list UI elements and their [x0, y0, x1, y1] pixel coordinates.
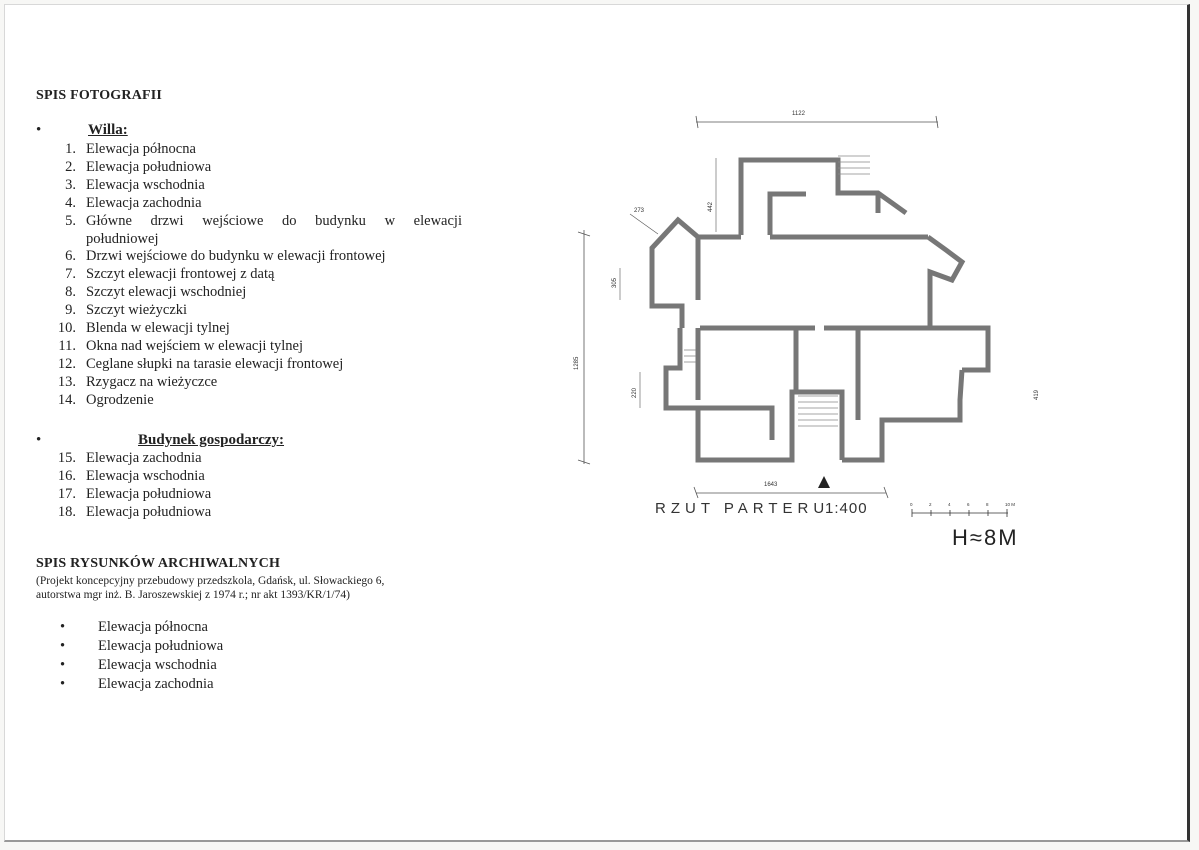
list-item-number: 12.	[57, 355, 76, 372]
list-item-number: 18.	[57, 503, 76, 520]
list-item-text: Elewacja południowa	[86, 503, 212, 520]
dim-left: 1285	[574, 356, 580, 370]
drawings-subtitle-line1: (Projekt koncepcyjny przebudowy przedszk…	[36, 575, 385, 587]
list-item-number: 4.	[65, 194, 76, 211]
group-budynek-label: Budynek gospodarczy:	[138, 432, 285, 448]
photos-title: SPIS FOTOGRAFII	[36, 88, 163, 103]
scale-tick-0: 0	[910, 502, 913, 507]
scale-tick-6: 6	[967, 502, 970, 507]
list-item-text: Elewacja zachodnia	[86, 450, 202, 466]
list-item-number: 16.	[57, 467, 76, 484]
list-item-number: 6.	[65, 248, 76, 265]
list-item-text: Rzygacz na wieżyczce	[86, 373, 218, 390]
list-item: 5. Główne drzwi wejściowe do budynku w el…	[36, 213, 462, 249]
drawing-list-item: Elewacja wschodnia	[60, 656, 360, 675]
list-item-text: Elewacja północna	[86, 141, 196, 157]
photos-list-willa: 1. Elewacja północna 2. Elewacja południowa…	[36, 141, 462, 410]
list-item-number: 17.	[57, 485, 76, 502]
list-item: 11. Okna nad wejściem w elewacji tylnej	[36, 338, 462, 356]
document-sheet	[4, 4, 1190, 842]
list-item-text: Szczyt wieżyczki	[86, 302, 188, 319]
dim-d3: 305	[612, 277, 618, 288]
list-item: 10. Blenda w elewacji tylnej	[36, 320, 462, 338]
list-item: 8. Szczyt elewacji wschodniej	[36, 284, 462, 302]
bullet: •	[36, 122, 42, 138]
list-item-number: 3.	[65, 176, 76, 193]
list-item-number: 7.	[65, 266, 76, 283]
list-item-text: Ceglane słupki na tarasie elewacji front…	[86, 355, 344, 372]
drawings-title: SPIS RYSUNKÓW ARCHIWALNYCH	[36, 556, 281, 571]
list-item: 17. Elewacja południowa	[36, 486, 462, 504]
drawings-list: Elewacja północnaElewacja południowaElew…	[60, 618, 360, 694]
dim-d1: 273	[634, 208, 645, 214]
list-item: 14. Ogrodzenie	[36, 392, 462, 410]
scale-tick-4: 4	[948, 502, 951, 507]
list-item: 18. Elewacja południowa	[36, 504, 462, 522]
list-item-number: 2.	[65, 158, 76, 175]
drawing-list-item: Elewacja południowa	[60, 637, 360, 656]
drawings-subtitle-line2: autorstwa mgr inż. B. Jaroszewskiej z 19…	[36, 589, 350, 601]
list-item-number: 10.	[57, 320, 76, 337]
list-item: 6. Drzwi wejściowe do budynku w elewacji …	[36, 248, 462, 266]
entrance-arrow-icon	[818, 476, 830, 488]
list-item-text: Główne drzwi wejściowe do budynku w elew…	[86, 212, 462, 229]
list-item: 4. Elewacja zachodnia	[36, 195, 462, 213]
list-item: 13. Rzygacz na wieżyczce	[36, 374, 462, 392]
list-item-text: Okna nad wejściem w elewacji tylnej	[86, 337, 304, 354]
bullet: •	[36, 432, 42, 448]
dim-bottom: 1643	[764, 482, 778, 488]
list-item: 2. Elewacja południowa	[36, 159, 462, 177]
drawings-subtitle: (Projekt koncepcyjny przebudowy przedszk…	[36, 574, 384, 602]
list-item-text: Elewacja wschodnia	[86, 176, 205, 193]
list-item-number: 1.	[65, 141, 76, 157]
list-item-text: Elewacja południowa	[86, 158, 212, 175]
list-item: 12. Ceglane słupki na tarasie elewacji fr…	[36, 356, 462, 374]
dim-d4: 220	[632, 387, 638, 398]
list-item: 3. Elewacja wschodnia	[36, 177, 462, 195]
dim-top: 1122	[792, 111, 806, 117]
floor-plan-drawing: 1122 1643 1285 419 273 442 305 220 0 2 4…	[574, 111, 1040, 517]
list-item-text: Szczyt elewacji frontowej z datą	[86, 266, 275, 283]
scale-tick-10: 10 M	[1005, 502, 1015, 507]
list-item-text: Ogrodzenie	[86, 391, 154, 408]
handwritten-height-note: H≈8M	[952, 525, 1019, 550]
list-item-number: 5.	[65, 212, 76, 229]
list-item: 16. Elewacja wschodnia	[36, 468, 462, 486]
list-item-text: Blenda w elewacji tylnej	[86, 320, 230, 337]
list-item-text: Elewacja południowa	[86, 485, 212, 502]
dim-d2: 442	[708, 201, 714, 212]
plan-scale: 1:400	[825, 500, 868, 517]
scale-tick-2: 2	[929, 502, 932, 507]
list-item-number: 11.	[58, 337, 76, 354]
list-item: 7. Szczyt elewacji frontowej z datą	[36, 266, 462, 284]
drawing-list-item: Elewacja północna	[60, 618, 360, 637]
list-item: 1. Elewacja północna	[36, 141, 462, 159]
list-item: 15. Elewacja zachodnia	[36, 450, 462, 468]
list-item-number: 14.	[57, 391, 76, 408]
list-item-text: Elewacja zachodnia	[86, 194, 202, 211]
scale-tick-8: 8	[986, 502, 989, 507]
plan-caption: RZUT PARTERU	[655, 500, 830, 517]
list-item-number: 15.	[57, 450, 76, 466]
list-item-text: Szczyt elewacji wschodniej	[86, 284, 247, 301]
drawing-list-item: Elewacja zachodnia	[60, 675, 360, 694]
list-item: 9. Szczyt wieżyczki	[36, 302, 462, 320]
list-item-text: Elewacja wschodnia	[86, 467, 205, 484]
list-item-text-continued: południowej	[86, 230, 159, 247]
list-item-text: Drzwi wejściowe do budynku w elewacji fr…	[86, 248, 386, 265]
photos-list-budynek: 15. Elewacja zachodnia 16. Elewacja wschodn…	[36, 450, 462, 522]
group-willa-label: Willa:	[88, 122, 128, 138]
list-item-number: 8.	[65, 284, 76, 301]
list-item-number: 9.	[65, 302, 76, 319]
list-item-number: 13.	[57, 373, 76, 390]
dim-right: 419	[1034, 389, 1040, 400]
